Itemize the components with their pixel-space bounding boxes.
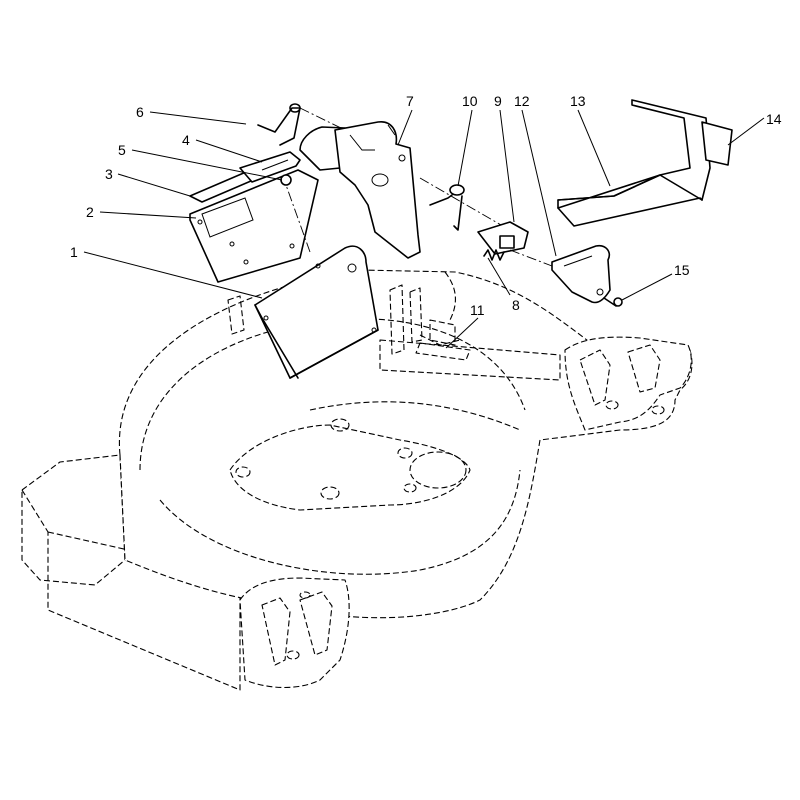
callout-15: 15 — [674, 262, 690, 278]
part-9-hinge — [477, 221, 529, 255]
leader-lines — [83, 109, 765, 349]
callout-11: 11 — [470, 302, 485, 318]
callout-7: 7 — [406, 93, 414, 109]
callout-4: 4 — [182, 132, 190, 148]
callout-labels: 1 2 3 4 5 6 7 8 9 10 11 12 13 14 15 — [70, 93, 782, 318]
callout-3: 3 — [105, 166, 113, 182]
callout-10: 10 — [462, 93, 478, 109]
callout-14: 14 — [766, 111, 782, 127]
part-7-arm-bracket — [299, 121, 421, 259]
callout-1: 1 — [70, 244, 78, 260]
part-8-small-spring — [483, 249, 505, 261]
callout-5: 5 — [118, 142, 126, 158]
callout-8: 8 — [512, 297, 520, 313]
part-13-chute-deflector — [557, 99, 711, 227]
part-12-side-plate — [509, 244, 611, 304]
callout-6: 6 — [136, 104, 144, 120]
callout-9: 9 — [494, 93, 502, 109]
part-6-spring — [257, 103, 346, 146]
part-1-bracket-plate — [254, 245, 379, 379]
part-15-screw — [603, 297, 623, 307]
callout-2: 2 — [86, 204, 94, 220]
callout-13: 13 — [570, 93, 586, 109]
part-2-plate — [189, 169, 319, 283]
part-14-insert — [701, 121, 733, 166]
callout-12: 12 — [514, 93, 530, 109]
